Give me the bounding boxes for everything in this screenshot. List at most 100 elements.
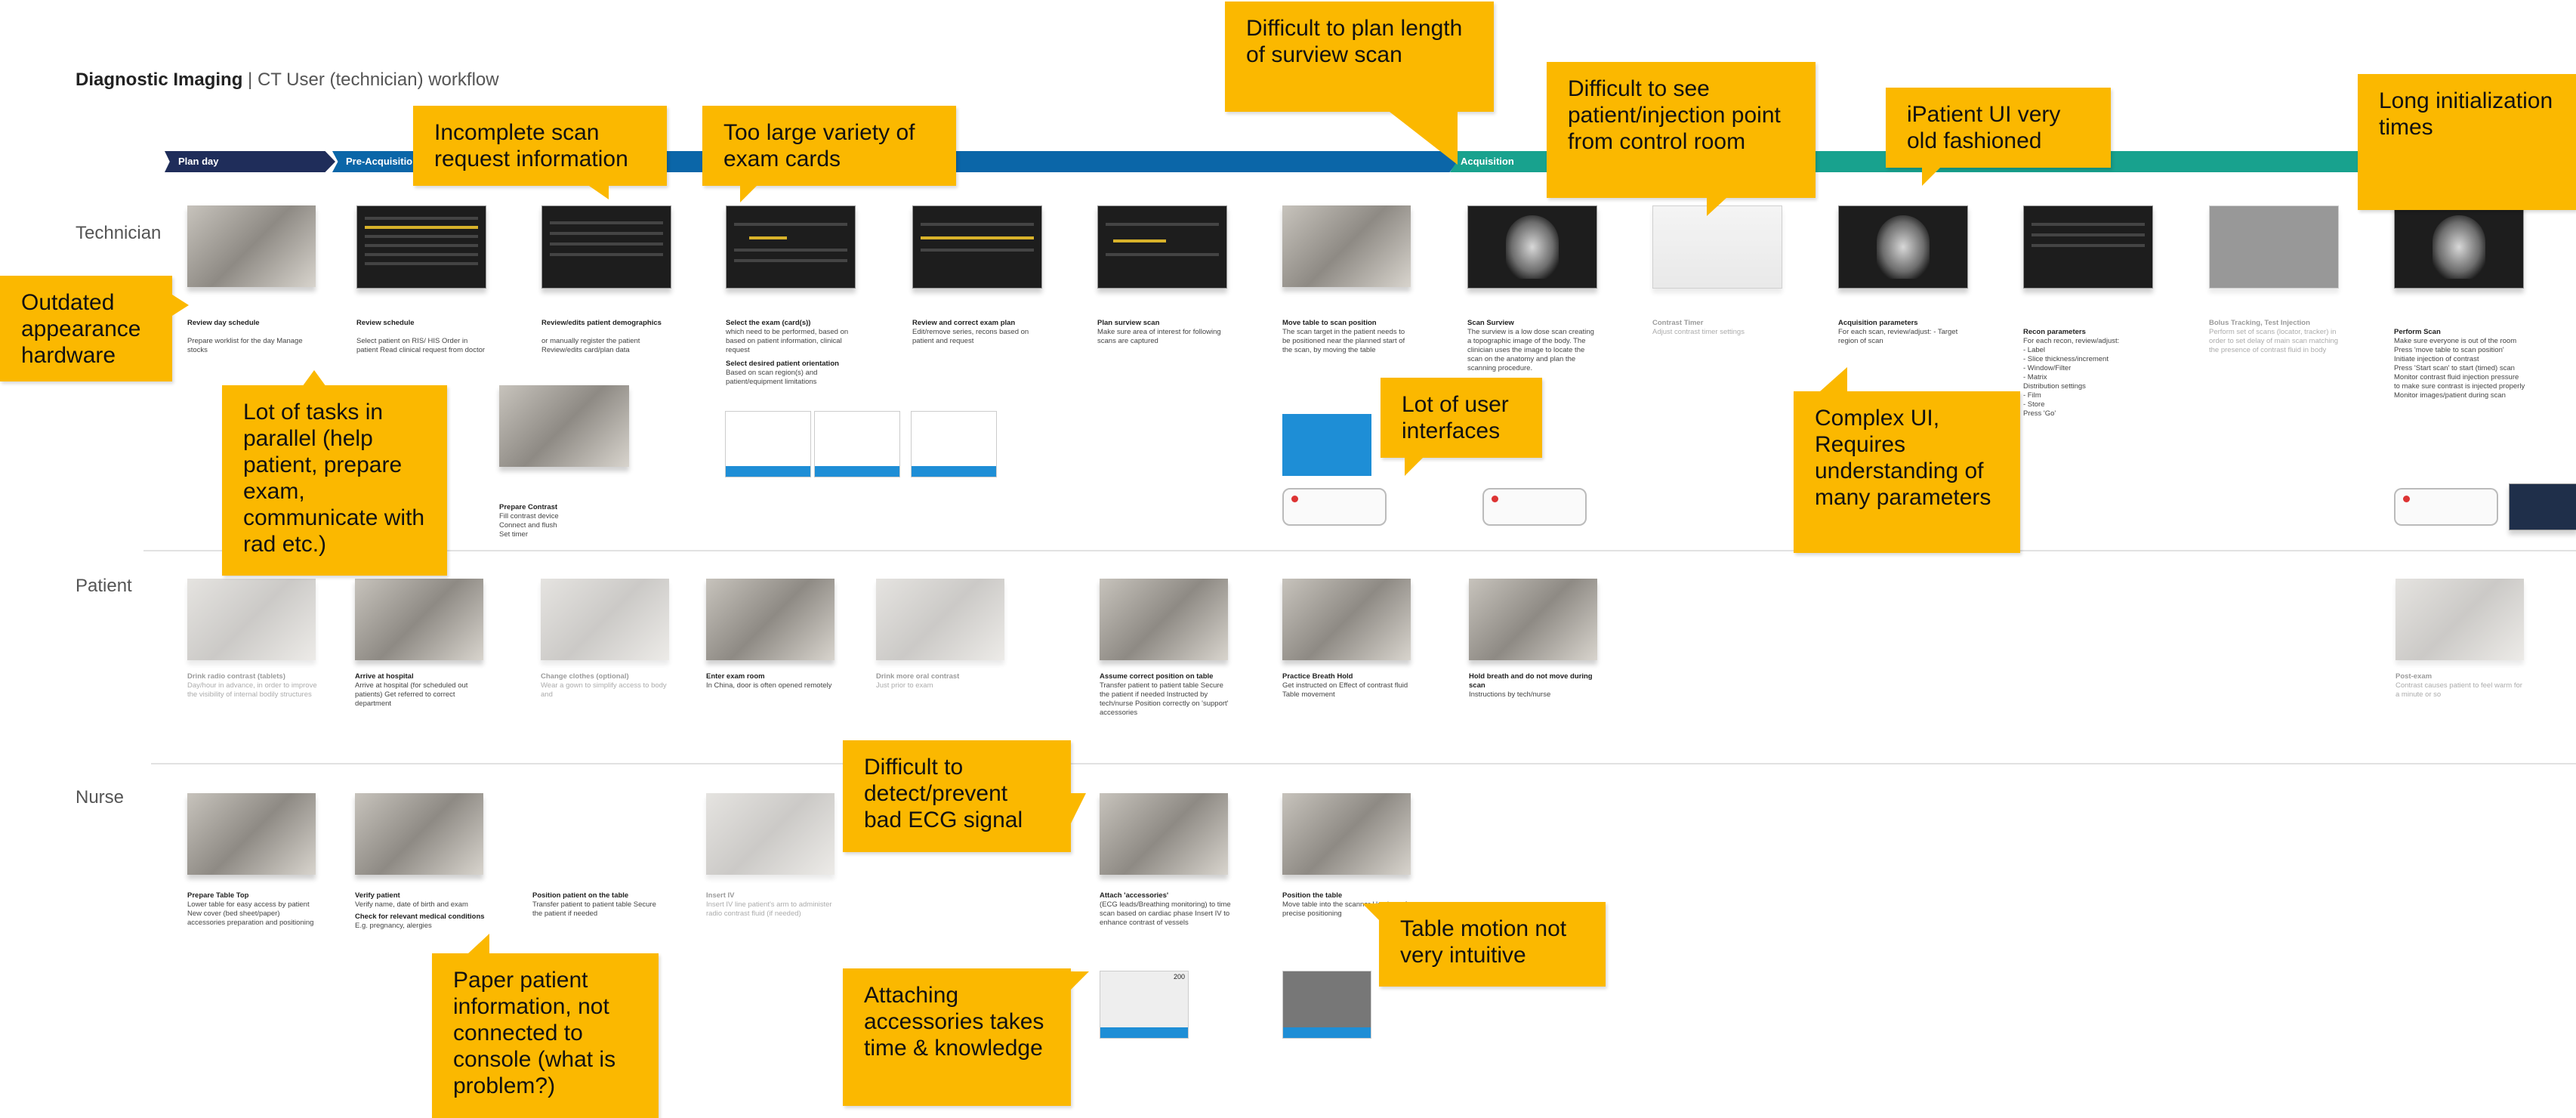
callout-injection-visibility: Difficult to see patient/injection point… (1547, 62, 1816, 198)
recon-params-screenshot (2023, 205, 2153, 289)
callout-tail (172, 295, 189, 316)
step-title: Position the table (1282, 891, 1343, 900)
control-panel (2394, 488, 2498, 526)
callout-initialization-times: Long initialization times (2358, 74, 2576, 210)
step-text: Based on scan region(s) and patient/equi… (726, 369, 818, 386)
step-text: Make sure area of interest for following… (1097, 328, 1221, 345)
step-text: Make sure everyone is out of the room Pr… (2394, 337, 2525, 400)
step-title: Move table to scan position (1282, 319, 1377, 327)
control-panel (1282, 488, 1387, 526)
callout-table-motion: Table motion not very intuitive (1379, 902, 1606, 987)
step-title: Post-exam (2396, 672, 2433, 681)
step-text: Verify name, date of birth and exam (355, 900, 468, 909)
exam-cards-screenshot (726, 205, 856, 289)
table-control-device (1282, 971, 1371, 1039)
step-title: Scan Surview (1467, 319, 1514, 327)
callout-surview-length: Difficult to plan length of surview scan (1225, 2, 1494, 112)
nurse-step-photo (1282, 793, 1411, 875)
step-title: Plan surview scan (1097, 319, 1160, 327)
step-text: or manually register the patient Review/… (541, 337, 640, 354)
callout-tail (1707, 198, 1726, 216)
worklist-screenshot (356, 205, 486, 289)
step-text: Transfer patient to patient table Secure… (532, 900, 656, 918)
step-text: Get instructed on Effect of contrast flu… (1282, 681, 1408, 699)
patient-step-photo (1100, 579, 1228, 660)
step-text: Prepare worklist for the day Manage stoc… (187, 337, 303, 354)
callout-tail (1071, 971, 1089, 990)
patient-step-photo (1469, 579, 1597, 660)
callout-ipatient-ui: iPatient UI very old fashioned (1886, 88, 2111, 168)
step-text: Instructions by tech/nurse (1469, 690, 1551, 699)
step-title: Assume correct position on table (1100, 672, 1214, 681)
prepare-contrast-photo (499, 385, 629, 467)
step-title: Position patient on the table (532, 891, 629, 900)
step-title: Select the exam (card(s)) (726, 319, 811, 327)
ecg-device-screen: 200 (1100, 971, 1189, 1039)
patient-step-photo (706, 579, 835, 660)
callout-tail (1922, 168, 1940, 186)
surview-scan-screenshot (1467, 205, 1597, 289)
callout-parallel-tasks: Lot of tasks in parallel (help patient, … (222, 385, 447, 576)
step-text: Wear a gown to simplify access to body a… (541, 681, 667, 699)
step-text: Adjust contrast timer settings (1652, 328, 1745, 336)
table-move-photo (1282, 205, 1411, 287)
step-text: Contrast causes patient to feel warm for… (2396, 681, 2522, 699)
step-text: Select patient on RIS/ HIS Order in pati… (356, 337, 486, 354)
step-title: Drink radio contrast (tablets) (187, 672, 285, 681)
technician-photo-thumbnail (187, 205, 316, 287)
step-text: In China, door is often opened remotely (706, 681, 832, 690)
lane-technician: Technician (76, 223, 162, 243)
step-title: Insert IV (706, 891, 735, 900)
patient-step-photo (187, 579, 316, 660)
step-title: Review schedule (356, 319, 415, 327)
step-title: Prepare Contrast (499, 503, 558, 511)
step-text: Insert IV line patient's arm to administ… (706, 900, 832, 918)
step-text: Transfer patient to patient table Secure… (1100, 681, 1229, 717)
lane-patient: Patient (76, 576, 132, 596)
nurse-step-photo (706, 793, 835, 875)
bolus-tracking-screenshot (2209, 205, 2339, 289)
lane-divider (143, 550, 2576, 551)
step-text: Edit/remove series, recons based on pati… (912, 328, 1029, 345)
nurse-step-photo (1100, 793, 1228, 875)
step-title: Review/edits patient demographics (541, 319, 662, 327)
orientation-option-screen (911, 411, 997, 477)
surview-plan-screenshot (1097, 205, 1227, 289)
patient-step-caption: Drink radio contrast (tablets)Day/hour i… (187, 672, 319, 700)
step-text: Just prior to exam (876, 681, 933, 690)
step-title: Bolus Tracking, Test Injection (2209, 319, 2310, 327)
patient-step-photo (1282, 579, 1411, 660)
callout-ecg-signal: Difficult to detect/prevent bad ECG sign… (843, 740, 1071, 852)
ecg-readout: 200 (1173, 973, 1185, 981)
step-title: Recon parameters (2023, 328, 2086, 336)
step-text: For each recon, review/adjust: - Label -… (2023, 337, 2120, 418)
orientation-option-screen (725, 411, 811, 477)
phase-plan-day: Plan day (165, 151, 335, 172)
step-title: Contrast Timer (1652, 319, 1704, 327)
patient-step-caption: Change clothes (optional)Wear a gown to … (541, 672, 673, 700)
callout-tail (468, 934, 489, 953)
step-text: Lower table for easy access by patient N… (187, 900, 314, 927)
step-text: (ECG leads/Breathing monitoring) to time… (1100, 900, 1231, 927)
perform-scan-screenshot (2394, 205, 2524, 289)
callout-complex-ui: Complex UI, Requires understanding of ma… (1794, 391, 2020, 553)
step-title: Review day schedule (187, 319, 260, 327)
step-title: Review and correct exam plan (912, 319, 1016, 327)
title-bold: Diagnostic Imaging (76, 69, 243, 90)
demographics-screenshot (541, 205, 671, 289)
patient-step-photo (355, 579, 483, 660)
